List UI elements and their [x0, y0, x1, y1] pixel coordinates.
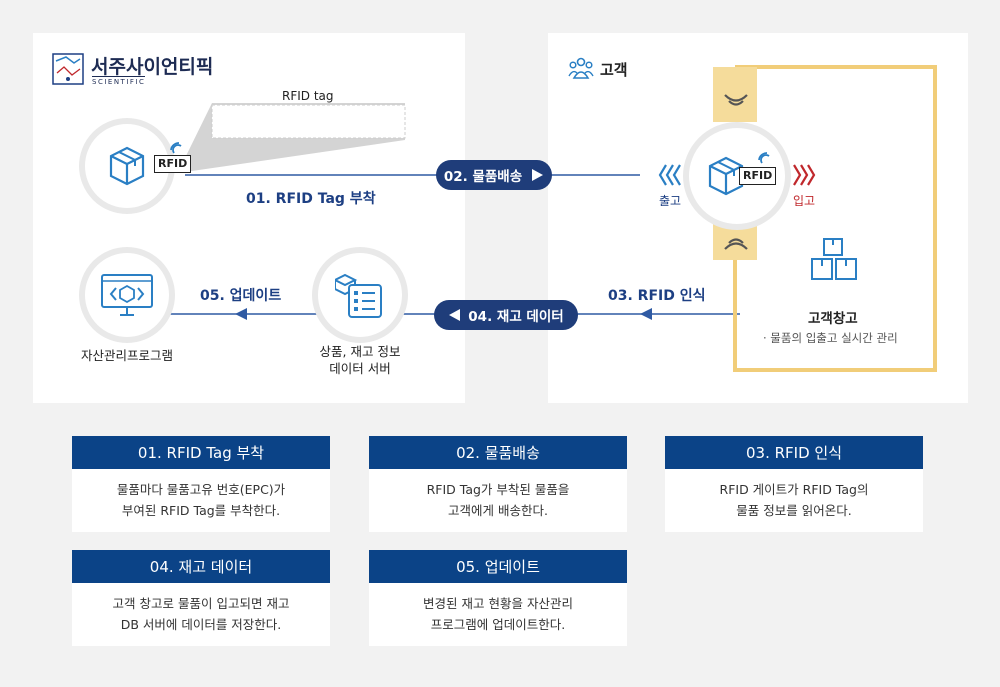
step-card-4: 04. 재고 데이터 고객 창고로 물품이 입고되면 재고 DB 서버에 데이터… [72, 550, 330, 646]
server-circle [312, 247, 408, 343]
wifi-signal-icon [758, 152, 770, 164]
card-title: 04. 재고 데이터 [72, 550, 330, 583]
rfid-tag-label: RFID tag [282, 89, 334, 103]
warehouse-title: 고객창고 [808, 311, 858, 327]
out-label: 출고 [659, 194, 682, 208]
card-line: 물품마다 물품고유 번호(EPC)가 [116, 482, 286, 497]
server-caption: 상품, 재고 정보 데이터 서버 [300, 343, 420, 377]
step5-label: 05. 업데이트 [200, 288, 282, 304]
chevron-left-icon [658, 164, 681, 186]
customer-label: 고객 [600, 61, 628, 79]
step2-label: 02. 물품배송 [443, 169, 523, 185]
card-title: 03. RFID 인식 [665, 436, 923, 469]
step-card-1: 01. RFID Tag 부착 물품마다 물품고유 번호(EPC)가 부여된 R… [72, 436, 330, 532]
company-subname: SCIENTIFIC [92, 76, 146, 86]
customer-group-icon [568, 57, 594, 79]
arrow-right-icon [532, 169, 544, 181]
wifi-signal-icon [170, 142, 182, 154]
step-card-5: 05. 업데이트 변경된 재고 현황을 자산관리 프로그램에 업데이트한다. [369, 550, 627, 646]
company-name: 서주사이언티픽 [91, 56, 214, 78]
step4-pill: 04. 재고 데이터 [434, 300, 578, 330]
company-logo-icon [52, 53, 84, 85]
gate-pillar-top [713, 67, 757, 122]
step1-label: 01. RFID Tag 부착 [246, 191, 376, 207]
box-icon [109, 146, 145, 186]
step3-label: 03. RFID 인식 [608, 288, 706, 304]
card-title: 05. 업데이트 [369, 550, 627, 583]
step-card-2: 02. 물품배송 RFID Tag가 부착된 물품을 고객에게 배송한다. [369, 436, 627, 532]
card-body: 고객 창고로 물품이 입고되면 재고 DB 서버에 데이터를 저장한다. [72, 583, 330, 646]
card-line: 변경된 재고 현황을 자산관리 [423, 596, 573, 611]
card-line: 고객 창고로 물품이 입고되면 재고 [112, 596, 290, 611]
server-list-icon [335, 273, 382, 318]
card-body: RFID 게이트가 RFID Tag의 물품 정보를 읽어온다. [665, 469, 923, 532]
step2-pill: 02. 물품배송 [436, 160, 552, 190]
card-body: RFID Tag가 부착된 물품을 고객에게 배송한다. [369, 469, 627, 532]
card-line: 부여된 RFID Tag를 부착한다. [121, 503, 281, 518]
card-line: RFID Tag가 부착된 물품을 [426, 482, 570, 497]
card-line: DB 서버에 데이터를 저장한다. [120, 617, 282, 632]
arrow-left-icon [449, 309, 461, 321]
rfid-tag-strip [211, 104, 406, 139]
company-panel [33, 33, 465, 403]
card-line: 물품 정보를 읽어온다. [736, 503, 852, 518]
wifi-signal-icon [724, 94, 748, 106]
step4-label: 04. 재고 데이터 [468, 309, 564, 325]
asset-program-caption: 자산관리프로그램 [80, 348, 173, 363]
arrow-left-icon [640, 308, 652, 320]
boxes-stack-icon [811, 238, 857, 280]
monitor-box-icon [101, 274, 153, 316]
server-caption-line1: 상품, 재고 정보 [319, 344, 401, 359]
rfid-badge: RFID [154, 155, 192, 173]
in-label: 입고 [793, 194, 816, 208]
card-line: 프로그램에 업데이트한다. [430, 617, 566, 632]
warehouse-frame [733, 65, 937, 372]
card-body: 물품마다 물품고유 번호(EPC)가 부여된 RFID Tag를 부착한다. [72, 469, 330, 532]
card-line: RFID 게이트가 RFID Tag의 [719, 482, 869, 497]
card-title: 02. 물품배송 [369, 436, 627, 469]
rfid-badge: RFID [739, 167, 777, 185]
card-title: 01. RFID Tag 부착 [72, 436, 330, 469]
chevron-right-icon [793, 164, 816, 186]
card-body: 변경된 재고 현황을 자산관리 프로그램에 업데이트한다. [369, 583, 627, 646]
arrow-left-icon [235, 308, 247, 320]
server-caption-line2: 데이터 서버 [329, 361, 391, 376]
step-card-3: 03. RFID 인식 RFID 게이트가 RFID Tag의 물품 정보를 읽… [665, 436, 923, 532]
card-line: 고객에게 배송한다. [448, 503, 548, 518]
warehouse-desc: · 물품의 입출고 실시간 관리 [763, 331, 898, 345]
wifi-signal-icon [724, 238, 748, 250]
box-icon [708, 156, 744, 196]
monitor-circle [79, 247, 175, 343]
